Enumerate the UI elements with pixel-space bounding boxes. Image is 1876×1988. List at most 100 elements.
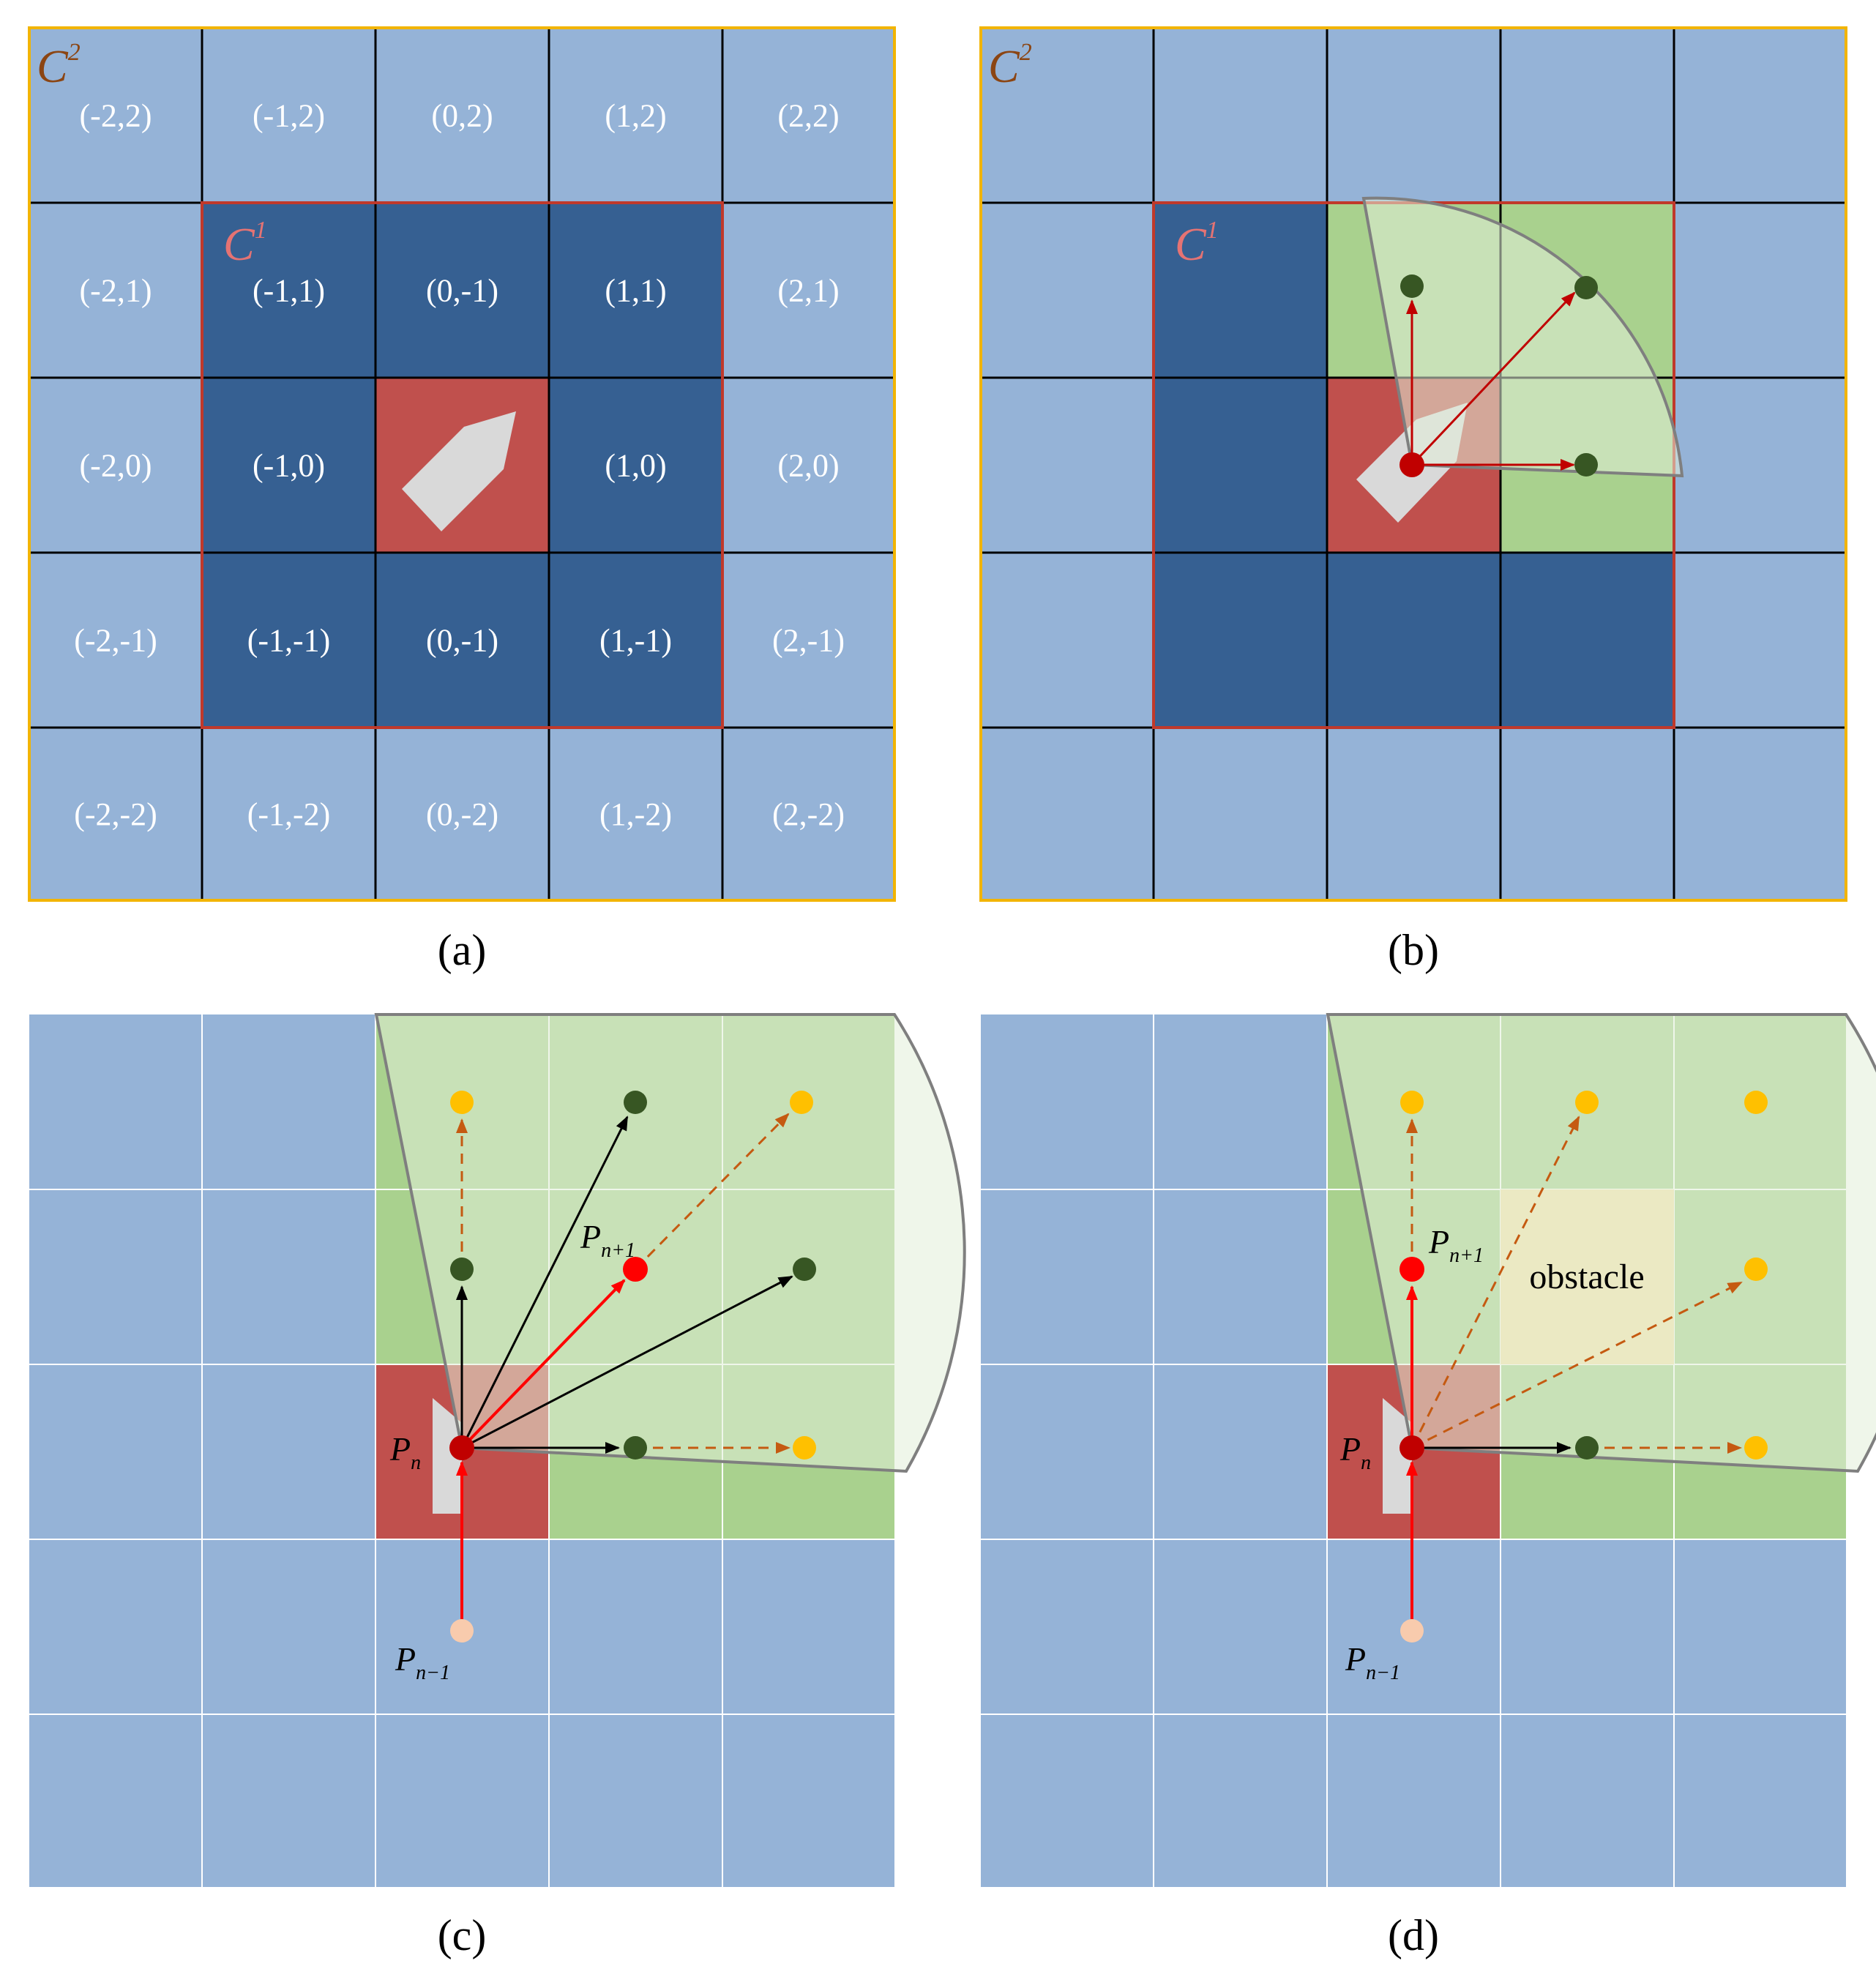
obstacle-label: obstacle xyxy=(1529,1258,1644,1296)
cell-coordinate-label: (1,1) xyxy=(605,273,666,309)
cell-coordinate-label: (0,-1) xyxy=(426,273,498,309)
cell-coordinate-label: (1,-1) xyxy=(599,623,672,659)
c2-border xyxy=(28,26,896,902)
cell-coordinate-label: (2,-1) xyxy=(772,623,845,659)
extended-arrows xyxy=(1406,1116,1743,1454)
sector xyxy=(1326,1013,1876,1473)
cell-coordinate-label: (2,0) xyxy=(777,448,839,484)
panel-a-cells xyxy=(29,28,894,900)
p-n-label: Pn xyxy=(1339,1430,1371,1474)
current-point xyxy=(449,1435,474,1460)
cell-coordinate-label: (-2,-1) xyxy=(74,623,157,659)
cell-coordinate-label: (1,-2) xyxy=(599,796,672,832)
panel-d: obstacle Pn Pn+1 Pn−1 (d) xyxy=(981,1013,1876,1959)
extended-point xyxy=(793,1436,816,1460)
grid-cell xyxy=(375,553,549,728)
caption-b: (b) xyxy=(1388,926,1439,974)
extended-point xyxy=(1744,1436,1768,1460)
panel-a: (-2,2)(-1,2)(0,2)(1,2)(2,2)(-2,1)(-1,1)(… xyxy=(28,26,896,974)
candidate-point xyxy=(793,1258,816,1281)
grid-cell xyxy=(722,28,894,203)
c1-label: C1 xyxy=(1175,217,1219,270)
grid-cell xyxy=(29,728,202,900)
grid-cell xyxy=(29,203,202,378)
c2-border xyxy=(979,26,1847,902)
extended-point xyxy=(450,1091,474,1114)
candidate-point xyxy=(1574,453,1598,477)
cell-coordinate-label: (0,-1) xyxy=(426,623,498,659)
candidate-arrows xyxy=(456,1116,793,1454)
current-point xyxy=(1399,452,1424,477)
grid-cell xyxy=(549,728,722,900)
cell-coordinate-label: (-1,2) xyxy=(253,98,325,134)
extended-arrows xyxy=(456,1113,791,1454)
boat-icon xyxy=(1383,1398,1412,1514)
grid-cell xyxy=(29,378,202,553)
next-point xyxy=(1399,1257,1424,1282)
c2-label: C2 xyxy=(37,39,81,92)
candidate-point xyxy=(1575,1436,1599,1460)
grid-cell xyxy=(722,553,894,728)
p-n1-label: Pn+1 xyxy=(580,1218,635,1262)
next-point xyxy=(623,1257,648,1282)
boat-icon xyxy=(433,1398,462,1514)
caption-d: (d) xyxy=(1388,1911,1439,1959)
cell-coordinate-label: (-1,0) xyxy=(253,448,325,484)
extended-point xyxy=(1575,1091,1599,1114)
candidate-arrows xyxy=(1406,291,1576,471)
p-n-label: Pn xyxy=(389,1430,421,1474)
cell-coordinate-label: (0,-2) xyxy=(426,796,498,832)
c1-label: C1 xyxy=(223,217,267,270)
cell-coordinate-label: (2,2) xyxy=(777,98,839,134)
cell-coordinate-label: (1,2) xyxy=(605,98,666,134)
sector xyxy=(374,1013,966,1473)
boat-icon xyxy=(402,411,516,531)
candidate-point xyxy=(1400,274,1424,298)
extended-point xyxy=(1400,1091,1424,1114)
grid-cell xyxy=(549,28,722,203)
caption-c: (c) xyxy=(438,1911,487,1959)
grid-cell xyxy=(549,553,722,728)
extended-point xyxy=(1744,1258,1768,1281)
extended-point xyxy=(790,1091,813,1114)
cell-coordinate-label: (-2,0) xyxy=(80,448,152,484)
p-nm1-label: Pn−1 xyxy=(1345,1640,1400,1684)
grid-cell xyxy=(549,378,722,553)
c1-border xyxy=(201,201,724,729)
candidate-point xyxy=(624,1436,647,1460)
p-nm1-label: Pn−1 xyxy=(395,1640,450,1684)
panel-a-grid-lines xyxy=(29,28,894,900)
p-n1-label: Pn+1 xyxy=(1428,1223,1484,1267)
grid-cell xyxy=(29,553,202,728)
current-point xyxy=(1399,1435,1424,1460)
cell-coordinate-label: (1,0) xyxy=(605,448,666,484)
grid-cell xyxy=(29,28,202,203)
panel-b: C2 C1 (b) xyxy=(979,26,1847,974)
candidate-point xyxy=(1574,276,1598,299)
grid-cell xyxy=(202,378,375,553)
cell-coordinate-label: (-2,-2) xyxy=(74,796,157,832)
cell-coordinate-label: (-1,-2) xyxy=(247,796,331,832)
grid-cell xyxy=(722,378,894,553)
caption-a: (a) xyxy=(438,926,487,974)
cell-coordinate-label: (-2,2) xyxy=(80,98,152,134)
selected-arrow xyxy=(460,1279,626,1449)
extended-point xyxy=(1744,1091,1768,1114)
cell-coordinate-label: (0,2) xyxy=(431,98,493,134)
grid-cell xyxy=(722,203,894,378)
candidate-point xyxy=(624,1091,647,1114)
grid-cell xyxy=(202,203,375,378)
c2-label: C2 xyxy=(988,39,1032,92)
cell-coordinate-label: (2,1) xyxy=(777,273,839,309)
grid-cell xyxy=(375,203,549,378)
grid-cell xyxy=(722,728,894,900)
grid-cell xyxy=(375,728,549,900)
grid-cell xyxy=(202,553,375,728)
previous-point xyxy=(1400,1619,1424,1643)
previous-point xyxy=(450,1619,474,1643)
grid-cell xyxy=(549,203,722,378)
panel-a-cell-labels: (-2,2)(-1,2)(0,2)(1,2)(2,2)(-2,1)(-1,1)(… xyxy=(74,98,845,833)
grid-cell xyxy=(202,728,375,900)
cell-coordinate-label: (-1,-1) xyxy=(247,623,331,659)
